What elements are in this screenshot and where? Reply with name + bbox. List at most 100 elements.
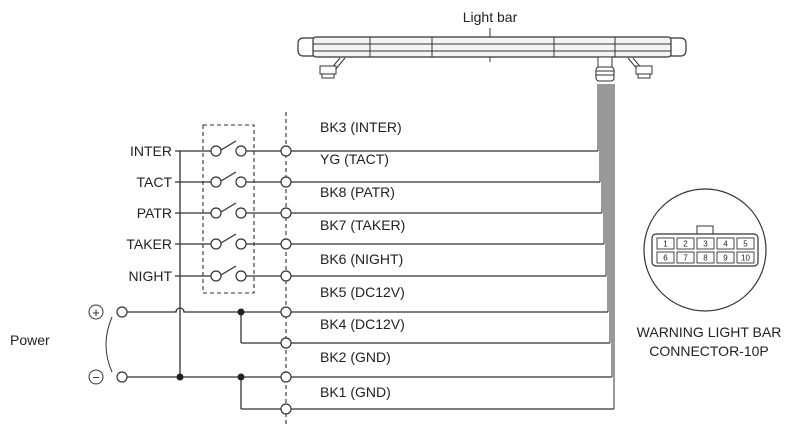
switch-label: PATR [137,205,172,221]
switch-row: TACT [136,171,281,190]
wire-label: BK6 (NIGHT) [320,251,403,267]
power-minus-icon [88,369,104,385]
light-bar-left-mount [319,57,346,79]
connector-pin-number: 3 [703,240,708,249]
power-source: Power + − [10,304,128,385]
wire-row: BK7 (TAKER) [280,217,604,250]
connector-pin: 10 [736,251,755,264]
power-plus-icon [88,304,104,320]
junction-dot [176,373,184,381]
cable-bundle [597,84,615,409]
terminal-strip-point [280,207,292,219]
switch-row: PATR [137,202,281,221]
switch-row: NIGHT [128,265,281,284]
wire-label: BK8 (PATR) [320,184,395,200]
power-bracket [105,316,113,373]
light-bar-cable-gland [595,56,615,82]
connector-pin: 4 [716,237,735,250]
wire-row: BK5 (DC12V) [280,284,608,318]
switch-contact [235,145,247,157]
power-plus-symbol: + [92,305,100,320]
switch-row: INTER [130,140,281,159]
light-bar: Light bar [297,9,687,82]
junction-dot [237,373,245,381]
wire-label: BK7 (TAKER) [320,217,405,233]
connector-pin: 8 [696,251,715,264]
terminal-strip-point [280,337,292,349]
wire-label: BK1 (GND) [320,384,391,400]
wire-row: BK4 (DC12V) [280,316,610,349]
switch-label: TACT [136,174,172,190]
switch-panel-box [202,124,255,294]
switch-label: NIGHT [128,268,172,284]
power-minus-symbol: − [92,370,100,385]
switch-lever [220,265,237,276]
wire-label: YG (TACT) [320,151,389,167]
power-label: Power [10,332,50,348]
connector-pin: 1 [656,237,675,250]
wire-row: BK1 (GND) [280,384,614,415]
light-bar-label: Light bar [463,9,518,25]
switch-lever [220,202,237,213]
switch-label: TAKER [126,236,172,252]
switch-label: INTER [130,143,172,159]
wire-group: BK3 (INTER) YG (TACT) BK8 (PATR) BK7 (TAKER… [280,119,614,415]
switch-contact [235,207,247,219]
connector-caption-line2: CONNECTOR-10P [649,343,769,359]
switch-lever [220,140,237,151]
switch-contact [210,176,222,188]
terminal-strip-point [280,306,292,318]
connector-pin-number: 7 [683,254,688,263]
switch-contact [210,145,222,157]
wire-label: BK4 (DC12V) [320,316,405,332]
terminal-strip-point [280,371,292,383]
connector-pin: 6 [656,251,675,264]
connector-pin-number: 2 [683,240,688,249]
wire-row: BK3 (INTER) [280,119,598,157]
connector-pin-number: 10 [741,254,750,263]
switch-contact [235,238,247,250]
light-bar-right-mount [627,57,653,79]
power-minus-terminal [116,371,128,383]
wire-label: BK3 (INTER) [320,119,402,135]
switch-row: TAKER [126,233,281,252]
connector-pin: 9 [716,251,735,264]
connector-pin-number: 6 [663,254,668,263]
connector-pin-number: 4 [723,240,728,249]
connector-pin-number: 1 [663,240,668,249]
connector-pin: 5 [736,237,755,250]
wire-label: BK5 (DC12V) [320,284,405,300]
power-plus-terminal [116,306,128,318]
terminal-strip-point [280,238,292,250]
connector-caption-line1: WARNING LIGHT BAR [637,324,782,340]
connector-pin: 3 [696,237,715,250]
connector-key [696,225,714,235]
switch-contact [210,207,222,219]
terminal-strip-point [280,145,292,157]
switch-contact [235,176,247,188]
switch-contact [210,238,222,250]
junction-dot [237,308,245,316]
connector-pin: 2 [676,237,695,250]
wire-row: BK6 (NIGHT) [280,251,606,282]
wire-label: BK2 (GND) [320,349,391,365]
connector-pin-number: 8 [703,254,708,263]
switch-contact [235,270,247,282]
terminal-strip-point [280,176,292,188]
terminal-strip-point [280,403,292,415]
switch-lever [220,171,237,182]
terminal-strip-point [280,270,292,282]
switch-contact [210,270,222,282]
light-bar-body [312,36,672,58]
connector-pin: 7 [676,251,695,264]
power-distribution [127,151,281,410]
connector-pin-number: 9 [723,254,728,263]
wire-row: BK8 (PATR) [280,184,602,219]
switch-lever [220,233,237,244]
switch-group: INTER TACT PATR TAKER NIGHT [126,140,281,284]
wire-row: YG (TACT) [280,151,600,188]
